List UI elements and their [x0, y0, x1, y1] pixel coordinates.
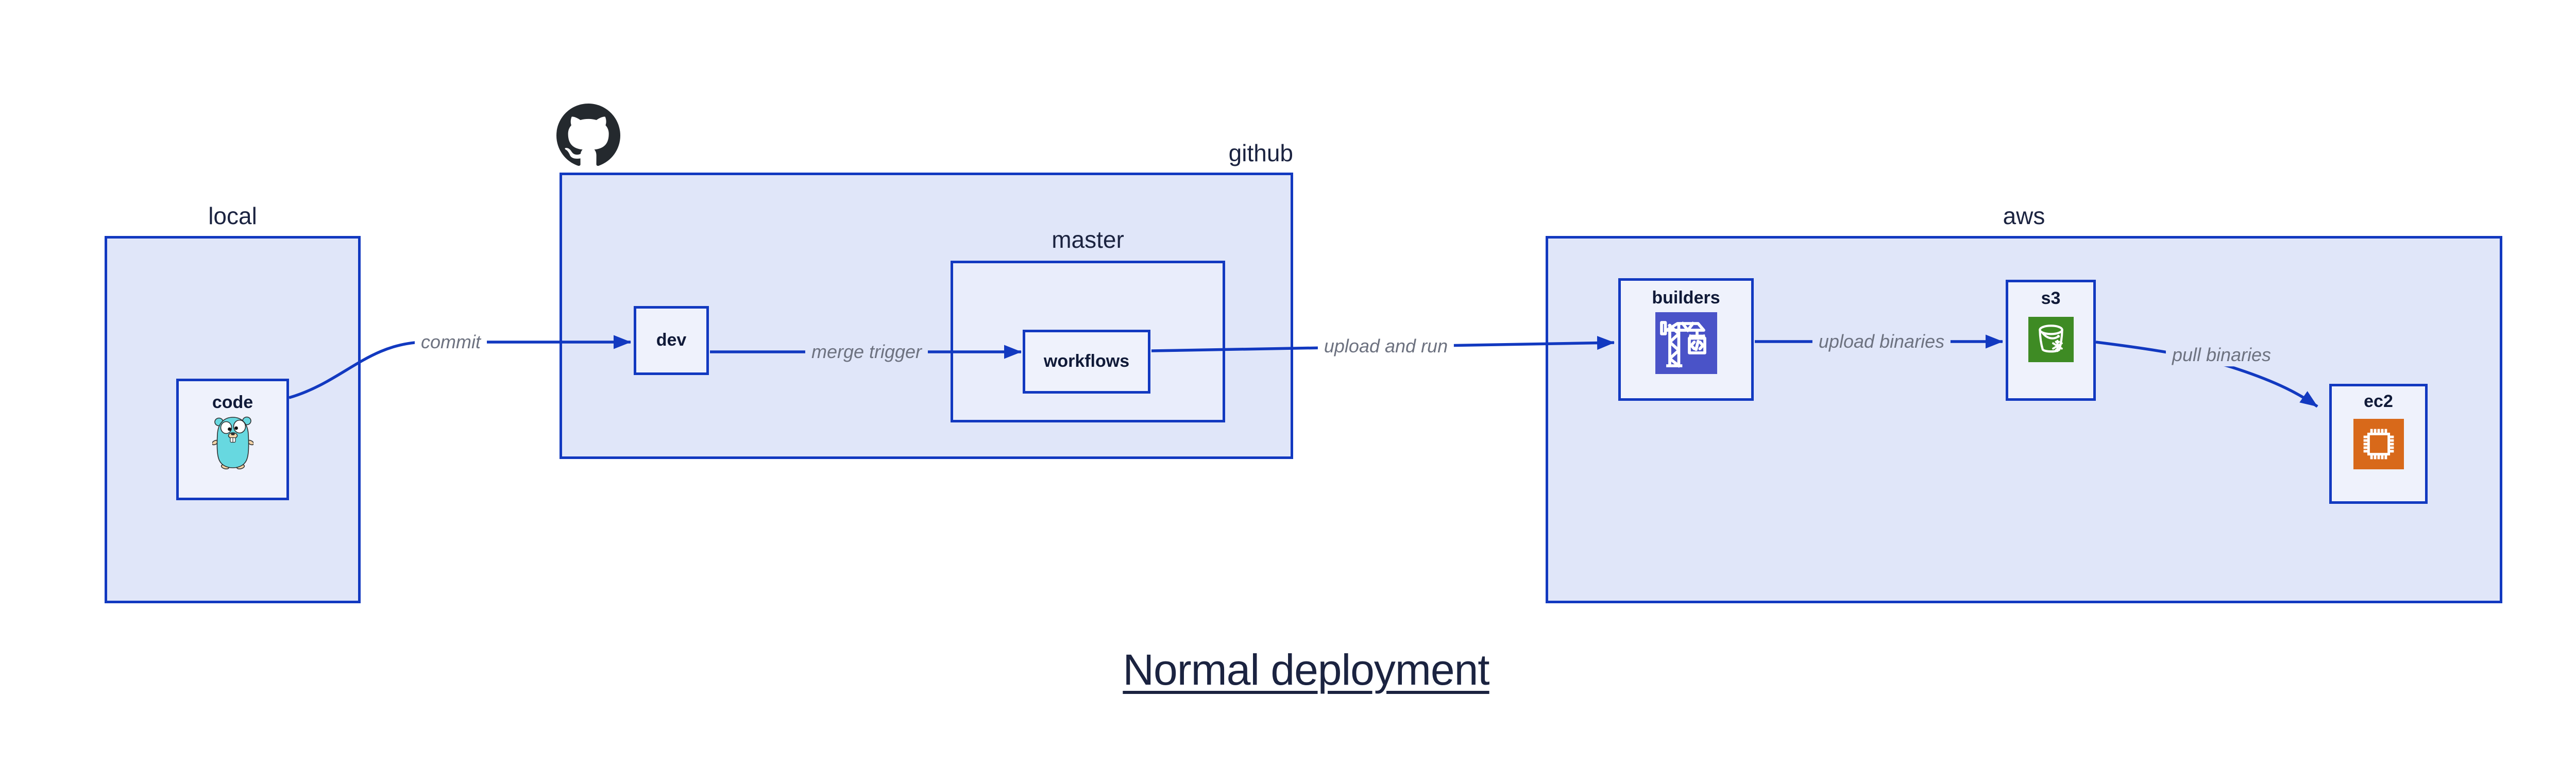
workflows-node-label: workflows: [1043, 351, 1130, 371]
node-builders: builders: [1618, 278, 1754, 401]
dev-node-label: dev: [656, 330, 687, 350]
merge-trigger-edge-label: merge trigger: [805, 341, 928, 363]
master-label: master: [1052, 226, 1124, 253]
local-label: local: [208, 202, 257, 229]
aws-s3-bucket-icon: [2028, 317, 2074, 365]
node-ec2: ec2: [2329, 384, 2428, 504]
node-code: code: [176, 379, 289, 500]
pull-binaries-edge-label: pull binaries: [2165, 344, 2278, 366]
upload-binaries-edge-label: upload binaries: [1812, 330, 1951, 353]
code-node-label: code: [212, 393, 253, 412]
ec2-node-label: ec2: [2364, 392, 2393, 411]
github-octocat-logo-icon: [556, 104, 620, 166]
builders-node-label: builders: [1652, 288, 1720, 308]
commit-edge-label: commit: [415, 331, 487, 353]
s3-node-label: s3: [2041, 288, 2061, 308]
diagram-title: Normal deployment: [1123, 646, 1489, 694]
aws-label: aws: [2003, 202, 2045, 229]
go-gopher-icon: [211, 416, 254, 472]
node-workflows: workflows: [1023, 330, 1150, 394]
node-s3: s3: [2006, 280, 2096, 401]
aws-codebuild-crane-icon: [1655, 312, 1718, 377]
aws-ec2-chip-icon: [2353, 419, 2404, 472]
upload-and-run-edge-label: upload and run: [1317, 335, 1454, 358]
node-dev: dev: [634, 306, 709, 375]
github-label: github: [1228, 140, 1293, 166]
